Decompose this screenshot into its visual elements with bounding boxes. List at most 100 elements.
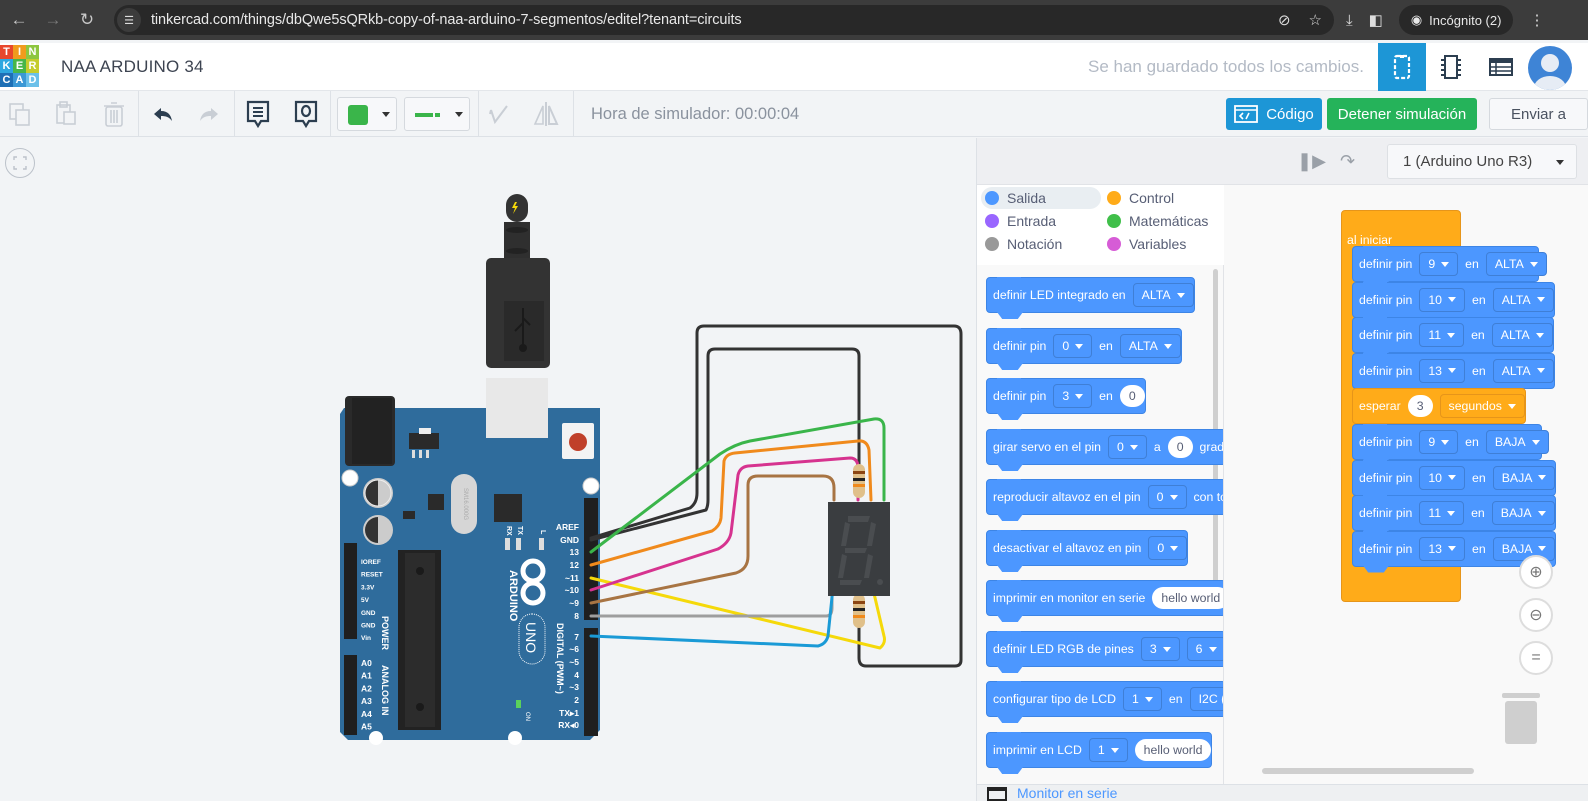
pin-dropdown[interactable]: 10 bbox=[1419, 287, 1466, 312]
menu-icon[interactable]: ⋮ bbox=[1529, 12, 1545, 29]
svg-text:TX: TX bbox=[516, 526, 523, 535]
flip-icon[interactable] bbox=[532, 99, 562, 129]
debug-icon[interactable]: ↷ bbox=[1340, 151, 1356, 171]
pin-dropdown[interactable]: 9 bbox=[1419, 252, 1459, 276]
eye-off-icon[interactable]: ⊘ bbox=[1277, 12, 1291, 29]
download-icon[interactable]: ⤓ bbox=[1346, 11, 1353, 29]
pin-dropdown[interactable]: 10 bbox=[1419, 465, 1466, 490]
star-icon[interactable]: ☆ bbox=[1308, 12, 1322, 29]
browser-chrome: ← → ↻ ☰ tinkercad.com/things/dbQwe5sQRkb… bbox=[0, 0, 1588, 40]
fit-view-button[interactable] bbox=[5, 148, 35, 178]
category-control[interactable]: Control bbox=[1103, 187, 1174, 209]
resistor-bottom[interactable] bbox=[853, 594, 865, 628]
category-entrada[interactable]: Entrada bbox=[981, 210, 1056, 232]
category-variables[interactable]: Variables bbox=[1103, 233, 1186, 255]
state-dropdown[interactable]: ALTA bbox=[1492, 287, 1554, 312]
category-matematicas[interactable]: Matemáticas bbox=[1103, 210, 1208, 232]
wire-7 bbox=[589, 566, 837, 648]
notes-visibility-icon[interactable] bbox=[291, 99, 321, 129]
step-icon[interactable]: ❚▶ bbox=[1297, 151, 1326, 171]
pin-dropdown[interactable]: 9 bbox=[1419, 430, 1459, 454]
logo-letter: T bbox=[0, 45, 13, 59]
reset-zoom-button[interactable]: = bbox=[1519, 641, 1553, 675]
state-dropdown[interactable]: ALTA bbox=[1485, 252, 1547, 276]
schematic-view-button[interactable] bbox=[1427, 43, 1475, 91]
pin-dropdown[interactable]: 13 bbox=[1419, 358, 1466, 383]
workspace-scrollbar[interactable] bbox=[1262, 768, 1474, 774]
pin-label: Vin bbox=[361, 635, 371, 642]
user-avatar[interactable] bbox=[1528, 46, 1572, 90]
copy-icon[interactable] bbox=[5, 99, 35, 129]
undo-icon[interactable] bbox=[148, 99, 178, 129]
wire-style-icon bbox=[415, 113, 433, 117]
redo-icon[interactable] bbox=[194, 99, 224, 129]
pin-dropdown[interactable]: 11 bbox=[1419, 323, 1465, 347]
stop-simulation-button[interactable]: Detener simulación bbox=[1327, 98, 1477, 130]
state-dropdown[interactable]: BAJA bbox=[1491, 501, 1555, 525]
delete-icon[interactable] bbox=[99, 99, 129, 129]
wire-color-dropdown[interactable] bbox=[337, 97, 397, 131]
circuit-canvas[interactable]: SM16.000G RX TX L ARDUINO UNO ON DIGITAL… bbox=[0, 138, 976, 801]
side-panel-icon[interactable]: ◧ bbox=[1368, 12, 1383, 29]
serial-monitor-bar[interactable]: Monitor en serie bbox=[977, 784, 1588, 801]
state-dropdown[interactable]: BAJA bbox=[1492, 465, 1556, 490]
paste-icon[interactable] bbox=[51, 99, 81, 129]
arduino-board[interactable]: SM16.000G RX TX L ARDUINO UNO ON DIGITAL… bbox=[340, 378, 600, 745]
circuit-view-button[interactable] bbox=[1378, 43, 1426, 91]
trash-icon[interactable] bbox=[1502, 693, 1540, 745]
reload-icon[interactable]: ↻ bbox=[79, 10, 95, 29]
wire-style-dropdown[interactable] bbox=[404, 97, 470, 131]
back-icon[interactable]: ← bbox=[10, 10, 28, 29]
palette-block[interactable]: girar servo en el pin0a0grados bbox=[986, 429, 1223, 471]
seven-segment-display[interactable] bbox=[828, 502, 890, 596]
category-notacion[interactable]: Notación bbox=[981, 233, 1062, 255]
rotate-icon[interactable] bbox=[484, 99, 514, 129]
logo-letter: E bbox=[13, 59, 26, 73]
state-dropdown[interactable]: BAJA bbox=[1492, 536, 1556, 561]
zoom-in-button[interactable]: ⊕ bbox=[1519, 555, 1553, 589]
forward-icon[interactable]: → bbox=[44, 10, 62, 29]
site-settings-icon[interactable]: ☰ bbox=[117, 8, 141, 32]
state-dropdown[interactable]: ALTA bbox=[1492, 358, 1554, 383]
pin-label: A4 bbox=[361, 709, 372, 719]
state-dropdown[interactable]: BAJA bbox=[1485, 430, 1549, 454]
pin-dropdown[interactable]: 13 bbox=[1419, 536, 1466, 561]
note-icon[interactable] bbox=[243, 99, 273, 129]
pin-label: GND bbox=[560, 535, 579, 545]
pin-dropdown[interactable]: 11 bbox=[1419, 501, 1465, 525]
address-bar[interactable]: ☰ tinkercad.com/things/dbQwe5sQRkb-copy-… bbox=[114, 5, 1334, 35]
state-dropdown[interactable]: ALTA bbox=[1491, 323, 1553, 347]
code-button[interactable]: Código bbox=[1226, 98, 1322, 130]
send-to-button[interactable]: Enviar a bbox=[1489, 98, 1588, 130]
url-text[interactable]: tinkercad.com/things/dbQwe5sQRkb-copy-of… bbox=[151, 12, 742, 28]
component-list-button[interactable] bbox=[1477, 43, 1525, 91]
color-swatch bbox=[348, 105, 368, 125]
zoom-out-button[interactable]: ⊖ bbox=[1519, 598, 1553, 632]
incognito-badge[interactable]: ◉ Incógnito (2) bbox=[1398, 5, 1514, 35]
incognito-label: Incógnito (2) bbox=[1429, 12, 1502, 28]
project-title[interactable]: NAA ARDUINO 34 bbox=[61, 57, 204, 76]
category-salida[interactable]: Salida bbox=[981, 187, 1101, 209]
device-select[interactable]: 1 (Arduino Uno R3) bbox=[1387, 144, 1577, 179]
resistor-top[interactable] bbox=[853, 464, 865, 498]
